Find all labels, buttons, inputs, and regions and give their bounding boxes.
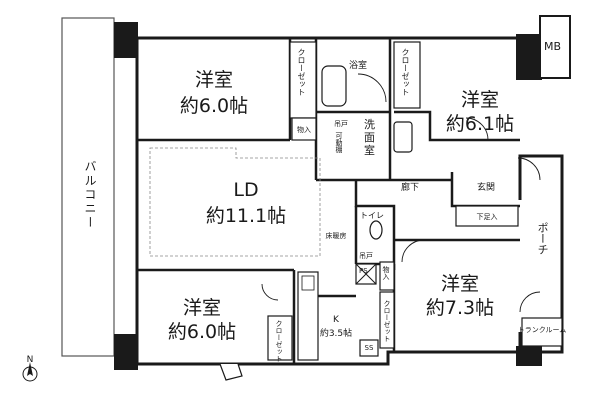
room-nw-size: 約6.0帖 bbox=[180, 95, 248, 117]
toilet-bowl bbox=[369, 220, 383, 240]
ld-name: LD bbox=[233, 179, 258, 201]
trunk-room-label: トランクルーム bbox=[518, 326, 567, 334]
room-sw-name: 洋室 bbox=[183, 297, 221, 319]
genkan-label: 玄関 bbox=[477, 181, 495, 193]
floor-heating-area bbox=[149, 147, 321, 257]
wash-basin bbox=[393, 121, 413, 153]
ps-label: PS bbox=[359, 267, 368, 275]
storage-se bbox=[379, 261, 395, 291]
storage-nw bbox=[291, 117, 317, 141]
closet-se bbox=[379, 291, 395, 349]
toilet-label: トイレ bbox=[360, 211, 384, 220]
shoe-cabinet bbox=[455, 205, 519, 227]
bath-label: 浴室 bbox=[349, 59, 367, 71]
kitchen-name: K bbox=[333, 315, 340, 325]
balcony-label: バルコニー bbox=[83, 160, 97, 230]
bay-window bbox=[219, 363, 243, 381]
ss-label: SS bbox=[365, 344, 374, 352]
closet-nw bbox=[289, 41, 317, 119]
storage-se-label: 物入 bbox=[382, 266, 390, 280]
closet-ne bbox=[393, 41, 421, 109]
porch-label: ポーチ bbox=[536, 222, 549, 255]
door-arcs bbox=[261, 73, 541, 313]
closet-sw-label: クローゼット bbox=[275, 320, 283, 362]
kitchen-sink bbox=[301, 275, 315, 291]
room-nw-name: 洋室 bbox=[195, 69, 233, 91]
bathtub bbox=[321, 65, 347, 107]
north-label: N bbox=[27, 355, 34, 365]
mb-box bbox=[539, 15, 571, 79]
balcony-area bbox=[61, 17, 115, 357]
movable-shelf-label: 可動棚 bbox=[335, 132, 343, 153]
floor-heating-label: 床暖房 bbox=[326, 231, 347, 240]
room-ne-name: 洋室 bbox=[461, 89, 499, 111]
hanging-label: 吊戸 bbox=[334, 120, 348, 128]
closet-nw-label: クローゼット bbox=[297, 48, 306, 96]
room-se-name: 洋室 bbox=[441, 273, 479, 295]
ld-size: 約11.1帖 bbox=[206, 205, 286, 227]
storage-nw-label: 物入 bbox=[297, 125, 311, 134]
column-se bbox=[516, 346, 542, 366]
ps-mark bbox=[355, 263, 377, 285]
shoe-label: 下足入 bbox=[477, 213, 498, 221]
room-sw-size: 約6.0帖 bbox=[168, 321, 236, 343]
closet-ne-label: クローゼット bbox=[401, 48, 410, 96]
hallway-label: 廊下 bbox=[401, 181, 419, 193]
closet-se-label: クローゼット bbox=[383, 300, 391, 342]
closet-sw bbox=[267, 315, 293, 361]
kitchen-counter bbox=[297, 271, 319, 361]
column-sw bbox=[114, 334, 138, 370]
column-ne bbox=[516, 34, 542, 80]
room-ne-size: 約6.1帖 bbox=[446, 113, 514, 135]
room-se-size: 約7.3帖 bbox=[426, 297, 494, 319]
north-arrow-icon bbox=[27, 362, 33, 376]
wash-label: 洗面室 bbox=[364, 118, 375, 157]
trunk-room-box bbox=[521, 317, 563, 347]
kitchen-size: 約3.5帖 bbox=[320, 327, 352, 339]
hanging-cabinet-label: 吊戸 bbox=[359, 252, 373, 260]
ss-box bbox=[359, 339, 379, 357]
mb-label: MB bbox=[544, 40, 562, 53]
column-nw bbox=[114, 22, 138, 58]
